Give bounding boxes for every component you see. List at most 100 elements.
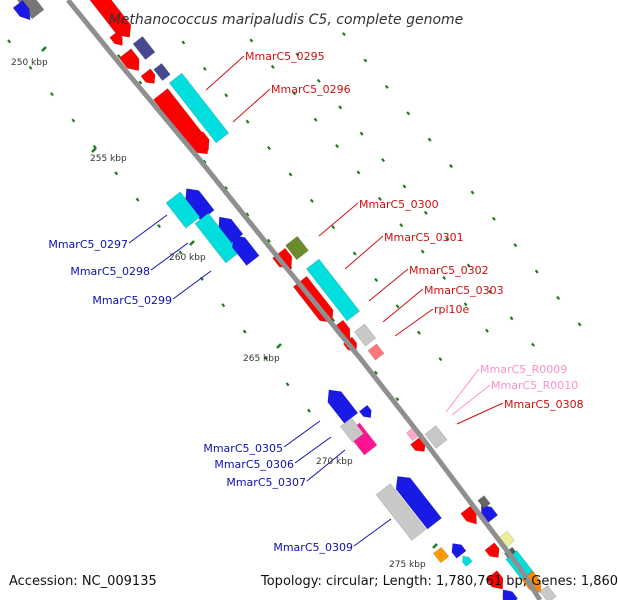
- label-leader-line: [306, 449, 346, 482]
- tick-mark: [28, 65, 33, 70]
- tick-mark: [221, 303, 226, 308]
- tick-mark: [356, 170, 361, 175]
- genome-summary-text: Topology: circular; Length: 1,780,761 bp…: [261, 574, 618, 589]
- gene-feature: [132, 36, 156, 60]
- tick-mark: [513, 243, 518, 248]
- tick-mark: [556, 295, 561, 301]
- tick-mark: [335, 143, 339, 149]
- gene-feature: [339, 417, 365, 443]
- accession-text: Accession: NC_009135: [9, 574, 157, 589]
- label-leader-line: [344, 235, 384, 270]
- gene-feature: [375, 483, 427, 541]
- gene-feature: [353, 323, 377, 347]
- tick-mark: [423, 210, 428, 215]
- tick-mark: [384, 84, 389, 89]
- tick-mark: [202, 66, 207, 71]
- gene-feature: [424, 425, 448, 449]
- gene-feature: [305, 258, 361, 322]
- gene-feature: [484, 542, 500, 558]
- gene-feature: [12, 0, 31, 21]
- gene-feature: [83, 0, 132, 38]
- tick-mark: [352, 251, 357, 256]
- tick-mark: [266, 238, 271, 243]
- map-title: Methanococcus maripaludis C5, complete g…: [109, 12, 464, 28]
- tick-mark: [338, 105, 343, 110]
- label-leader-line: [382, 288, 424, 323]
- tick-mark: [270, 64, 275, 69]
- tick-mark: [313, 117, 318, 122]
- tick-mark: [292, 91, 297, 96]
- tick-layer: [7, 32, 582, 549]
- gene-feature: [477, 495, 491, 509]
- tick-mark: [114, 171, 119, 176]
- gene-feature: [327, 389, 359, 424]
- gene-label: MmarC5_R0009: [480, 363, 567, 376]
- gene-feature: [118, 48, 140, 72]
- gene-feature: [165, 191, 201, 229]
- tick-mark: [181, 40, 186, 45]
- tick-mark: [245, 119, 250, 124]
- kbp-label: 265 kbp: [243, 354, 280, 364]
- tick-mark: [470, 190, 475, 195]
- tick-mark: [449, 163, 453, 169]
- tick-mark: [534, 269, 539, 274]
- label-leader-line: [318, 202, 359, 237]
- gene-label: MmarC5_0303: [424, 284, 504, 297]
- tick-mark: [7, 39, 12, 44]
- gene-label: MmarC5_0301: [384, 231, 464, 244]
- tick-mark: [71, 118, 76, 123]
- gene-feature: [191, 131, 210, 151]
- gene-label: MmarC5_0309: [273, 541, 353, 554]
- genome-backbone: [66, 0, 543, 600]
- gene-label: MmarC5_0299: [92, 294, 172, 307]
- tick-mark: [399, 223, 404, 228]
- tick-mark: [427, 137, 432, 142]
- gene-feature: [367, 343, 385, 361]
- tick-mark: [463, 302, 468, 307]
- gene-feature: [109, 30, 123, 46]
- label-leader-line: [456, 402, 504, 425]
- label-leader-line: [394, 308, 434, 337]
- tick-mark: [488, 289, 493, 295]
- label-leader-line: [353, 518, 392, 547]
- tick-mark: [157, 223, 161, 229]
- label-leader-line: [232, 88, 271, 123]
- gene-feature: [395, 476, 442, 530]
- tick-mark: [331, 225, 336, 230]
- label-leader-line: [451, 384, 491, 416]
- tick-mark: [309, 198, 314, 203]
- gene-label: MmarC5_0308: [504, 398, 584, 411]
- gene-label: MmarC5_0297: [48, 238, 128, 251]
- leader-layer: [128, 55, 504, 547]
- tick-mark: [249, 38, 254, 43]
- tick-mark: [264, 355, 269, 361]
- gene-feature: [539, 584, 557, 600]
- tick-mark: [224, 185, 228, 191]
- gene-feature: [432, 546, 450, 564]
- tick-mark: [406, 111, 411, 116]
- gene-label: MmarC5_R0010: [491, 379, 578, 392]
- gene-feature: [462, 555, 473, 567]
- tick-mark: [178, 250, 183, 255]
- tick-mark: [138, 80, 143, 85]
- label-leader-line: [172, 270, 212, 300]
- gene-label: rpl10e: [434, 303, 470, 316]
- tick-mark: [466, 263, 471, 268]
- gene-feature: [502, 589, 519, 600]
- tick-mark: [377, 196, 382, 201]
- gene-feature: [358, 404, 372, 419]
- major-tick-mark: [91, 147, 97, 153]
- tick-mark: [381, 157, 385, 163]
- tick-mark: [445, 237, 450, 242]
- tick-mark: [395, 304, 400, 309]
- label-leader-line: [150, 242, 189, 271]
- label-layer: MmarC5_0295MmarC5_0296MmarC5_0297MmarC5_…: [48, 50, 583, 554]
- label-leader-line: [294, 436, 332, 464]
- tick-mark: [116, 54, 121, 59]
- tick-mark: [485, 328, 489, 333]
- tick-mark: [288, 172, 293, 177]
- major-tick-mark: [189, 240, 195, 246]
- label-leader-line: [445, 368, 480, 413]
- tick-mark: [331, 317, 336, 323]
- tick-mark: [374, 277, 379, 283]
